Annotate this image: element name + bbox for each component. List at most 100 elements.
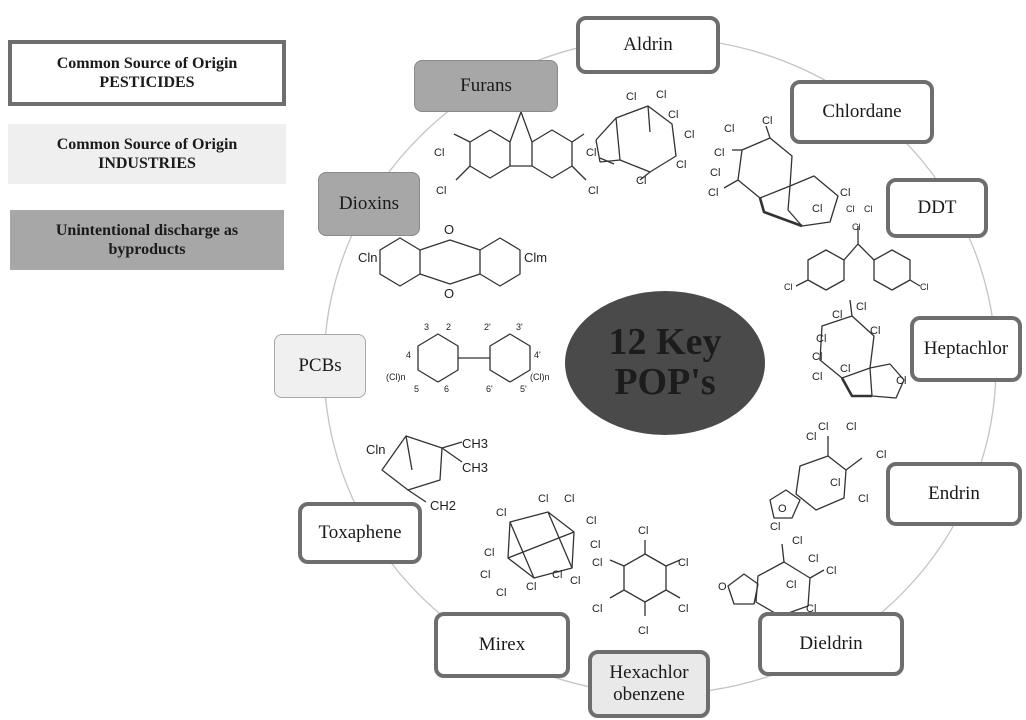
pcb-position-label: 3' [516,322,523,332]
atom-label: Cl [812,351,822,363]
atom-label: Cl [552,569,562,581]
atom-label: Cl [436,185,446,197]
center-ellipse [565,291,765,435]
compound-hexachlorobenzene-line2: obenzene [613,684,685,705]
atom-label: Cl [852,222,861,232]
atom-label: Cl [770,521,780,533]
pcb-position-label: 4 [406,350,411,360]
atom-label: Cl [830,477,840,489]
compound-pcbs-label: PCBs [298,355,342,377]
atom-label: O [778,503,787,515]
pcb-substituent-label: (Cl)n [530,372,550,382]
legend-byproducts: Unintentional discharge as byproducts [10,210,284,270]
endrin-structure [769,436,863,519]
compound-hexachlorobenzene: Hexachlor obenzene [588,650,710,718]
atom-label: Cl [808,553,818,565]
atom-label: Cl [920,282,929,292]
atom-label: Cl [806,431,816,443]
pcbs-structure [417,333,531,383]
atom-label: Cl [526,581,536,593]
atom-label: Cl [638,625,648,637]
compound-pcbs: PCBs [274,334,366,398]
dioxins-structure [379,237,521,287]
atom-label: Cl [434,147,444,159]
atom-label: Cl [724,123,734,135]
atom-label: Cl [480,569,490,581]
pcb-position-label: 6' [486,384,493,394]
pcb-position-label: 2 [446,322,451,332]
atom-label: Cl [896,375,906,387]
atom-label: Cl [678,603,688,615]
compound-endrin: Endrin [886,462,1022,526]
center-title-line1: 12 Key [608,321,722,364]
compound-aldrin: Aldrin [576,16,720,74]
atom-label: Cl [806,603,816,615]
compound-toxaphene-label: Toxaphene [318,522,402,544]
atom-label: Cl [840,363,850,375]
atom-label: O [444,286,454,301]
atom-label: Cl [864,204,873,214]
compound-furans: Furans [414,60,558,112]
atom-label: Cl [708,187,718,199]
compound-toxaphene: Toxaphene [298,502,422,564]
aldrin-structure [595,105,677,181]
atom-label: Cl [588,185,598,197]
furans-structure [453,111,587,181]
legend-industries-line2: INDUSTRIES [98,155,196,172]
compound-chlordane-label: Chlordane [822,101,902,123]
atom-label: Cl [538,493,548,505]
pcb-substituent-label: (Cl)n [386,372,406,382]
atom-label: Cl [786,579,796,591]
compound-dioxins-label: Dioxins [338,193,400,215]
legend-byproducts-line2: byproducts [108,241,186,258]
atom-label: Cl [840,187,850,199]
atom-label: Cl [762,115,772,127]
atom-label: Cl [816,333,826,345]
atom-label: Cl [570,575,580,587]
atom-label: Cl [812,371,822,383]
chlordane-structure [723,125,839,228]
compound-aldrin-label: Aldrin [623,34,673,56]
pcb-position-label: 6 [444,384,449,394]
cln-label: Cln [358,250,378,265]
atom-label: Cl [812,203,822,215]
legend-pesticides-line1: Common Source of Origin [56,54,238,72]
atom-label: Cl [876,449,886,461]
atom-label: Cl [832,309,842,321]
atom-label: Cl [668,109,678,121]
atom-label: Cl [496,507,506,519]
ch2-label: CH2 [430,498,456,513]
atom-label: Cl [710,167,720,179]
atom-label: Cl [484,547,494,559]
hexachlorobenzene-structure [609,540,681,616]
atom-label: Cl [496,587,506,599]
compound-furans-label: Furans [460,75,512,97]
atom-label: O [718,581,727,593]
legend-industries-line1: Common Source of Origin [56,135,238,153]
legend-byproducts-line1: Unintentional discharge as [55,221,239,239]
atom-label: Cl [714,147,724,159]
cln-label: Cln [366,442,386,457]
atom-label: Cl [846,204,855,214]
atom-label: Cl [586,515,596,527]
compound-mirex: Mirex [434,612,570,678]
atom-label: Cl [784,282,793,292]
legend-pesticides-line2: PESTICIDES [99,74,195,91]
compound-dioxins: Dioxins [318,172,420,236]
atom-label: Cl [792,535,802,547]
atom-label: Cl [638,525,648,537]
atom-label: Cl [590,539,600,551]
compound-mirex-label: Mirex [478,634,526,656]
heptachlor-structure [819,299,905,399]
atom-label: Cl [656,89,666,101]
center-title-line2: POP's [614,361,716,403]
ch3-label: CH3 [462,436,488,451]
mirex-structure [507,511,575,579]
atom-label: Cl [592,557,602,569]
legend-pesticides: Common Source of Origin PESTICIDES [8,40,286,106]
clm-label: Clm [524,250,547,265]
compound-hexachlorobenzene-line1: Hexachlor [609,662,689,684]
atom-label: Cl [564,493,574,505]
compound-ddt: DDT [886,178,988,238]
compound-endrin-label: Endrin [928,483,980,505]
